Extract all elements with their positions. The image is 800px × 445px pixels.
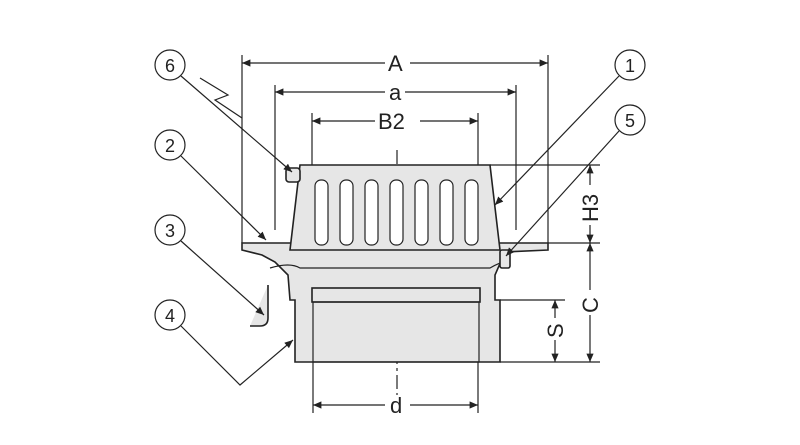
svg-text:6: 6 — [165, 56, 175, 76]
callout-5: 5 — [614, 104, 646, 136]
svg-text:2: 2 — [165, 136, 175, 156]
dim-label-H3: H3 — [578, 194, 603, 222]
dim-label-d: d — [390, 393, 402, 418]
drain-body — [241, 242, 549, 363]
dim-label-C: C — [578, 297, 603, 313]
svg-text:1: 1 — [625, 56, 635, 76]
grate-bolt — [285, 167, 301, 183]
callout-1: 1 — [614, 49, 646, 81]
dim-label-S: S — [543, 323, 568, 338]
dome-grate — [250, 164, 511, 327]
callout-6: 6 — [154, 49, 186, 81]
dim-label-B2: B2 — [378, 109, 405, 134]
drain-pipe-fitting — [250, 285, 269, 327]
leader-lines — [180, 75, 620, 386]
svg-text:5: 5 — [625, 111, 635, 131]
svg-text:4: 4 — [165, 306, 175, 326]
dimension-lines — [199, 59, 594, 409]
callout-4: 4 — [154, 299, 186, 331]
dim-label-A: A — [388, 51, 403, 76]
callout-3: 3 — [154, 214, 186, 246]
svg-text:3: 3 — [165, 221, 175, 241]
callout-2: 2 — [154, 129, 186, 161]
dim-label-a: a — [389, 80, 402, 105]
